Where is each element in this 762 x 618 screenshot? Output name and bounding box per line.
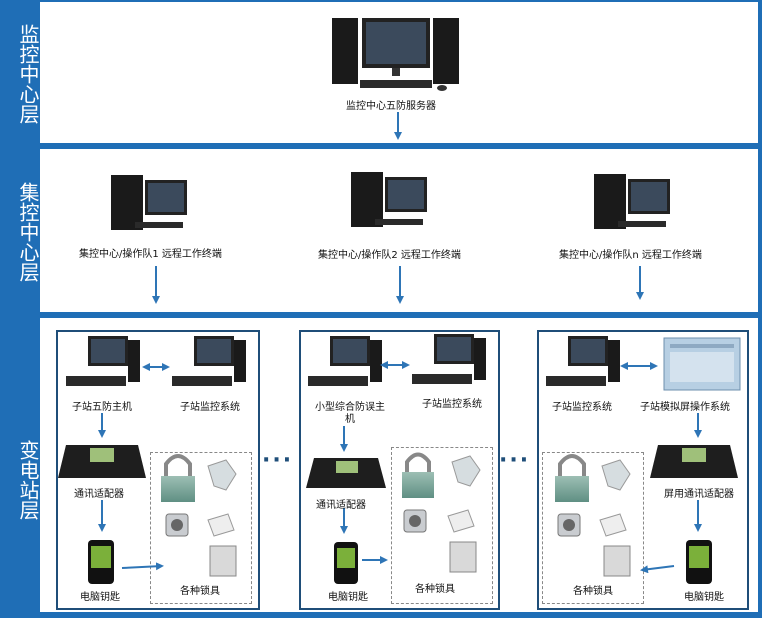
adapter-device-icon: [58, 445, 146, 478]
sub3-screen-label: 子站模拟屏操作系统: [640, 402, 730, 413]
box-lock-icon: [603, 545, 631, 577]
computer-key-icon: [686, 540, 712, 584]
sub1-locks-label: 各种锁具: [180, 586, 220, 597]
sub1-monitor-label: 子站监控系统: [180, 402, 240, 413]
sub1-key-label: 电脑钥匙: [80, 592, 120, 603]
cylinder-lock-icon: [557, 513, 581, 537]
sub2-locks-label: 各种锁具: [415, 584, 455, 595]
ellipsis-2: ···: [499, 448, 531, 473]
cylinder-lock-icon: [403, 509, 427, 533]
ellipsis-1: ···: [262, 448, 294, 473]
locks-group-3: [542, 452, 644, 604]
separator-band: [40, 612, 762, 618]
cylinder-lock-icon: [165, 513, 189, 537]
adapter-device-icon: [650, 445, 738, 478]
latch-lock-icon: [601, 459, 631, 491]
bracket-lock-icon: [207, 513, 235, 537]
locks-group-1: [150, 452, 252, 604]
sub2-monitor-label: 子站监控系统: [422, 399, 482, 410]
separator-band: [40, 143, 762, 149]
sub2-key-label: 电脑钥匙: [328, 592, 368, 603]
bracket-lock-icon: [599, 513, 627, 537]
terminal-label-n: 集控中心/操作队n 远程工作终端: [559, 250, 702, 261]
sub3-adapter-label: 屏用通讯适配器: [664, 489, 734, 500]
monitor-computer-icon: [172, 336, 246, 386]
layer-label-control: 集控中心层: [16, 182, 40, 282]
simulation-screen-icon: [663, 337, 741, 391]
latch-lock-icon: [451, 455, 481, 487]
layer-sidebar: [0, 0, 40, 618]
monitor-computer-icon: [546, 336, 620, 386]
sub3-monitor-label: 子站监控系统: [552, 402, 612, 413]
padlock-icon: [161, 454, 195, 502]
sub1-adapter-label: 通讯适配器: [74, 489, 124, 500]
computer-key-icon: [88, 540, 114, 584]
terminal-label-2: 集控中心/操作队2 远程工作终端: [318, 250, 461, 261]
sub2-host-label: 小型综合防误主机: [315, 402, 385, 425]
terminal-computer-icon-3: [594, 174, 670, 229]
computer-key-icon: [334, 542, 358, 584]
latch-lock-icon: [207, 459, 237, 491]
padlock-icon: [402, 452, 434, 498]
sub1-host-label: 子站五防主机: [72, 402, 132, 413]
server-computer-icon: [332, 18, 459, 91]
sub2-adapter-label: 通讯适配器: [316, 500, 366, 511]
terminal-computer-icon-2: [351, 172, 427, 227]
locks-group-2: [391, 447, 493, 604]
bracket-lock-icon: [447, 509, 475, 533]
terminal-label-1: 集控中心/操作队1 远程工作终端: [79, 249, 222, 260]
server-label: 监控中心五防服务器: [346, 101, 436, 112]
separator-band: [40, 312, 762, 318]
terminal-computer-icon-1: [111, 175, 187, 230]
layer-label-substation: 变电站层: [16, 440, 40, 520]
sub3-locks-label: 各种锁具: [573, 586, 613, 597]
layer-label-monitor: 监控中心层: [16, 24, 40, 124]
box-lock-icon: [209, 545, 237, 577]
sub3-key-label: 电脑钥匙: [684, 592, 724, 603]
integrated-host-computer-icon: [308, 336, 382, 386]
box-lock-icon: [449, 541, 477, 573]
top-border: [40, 0, 762, 2]
monitor-computer-icon: [412, 334, 486, 384]
host-computer-icon: [66, 336, 140, 386]
right-border: [758, 0, 762, 618]
padlock-icon: [555, 454, 589, 502]
adapter-device-icon: [306, 458, 386, 488]
